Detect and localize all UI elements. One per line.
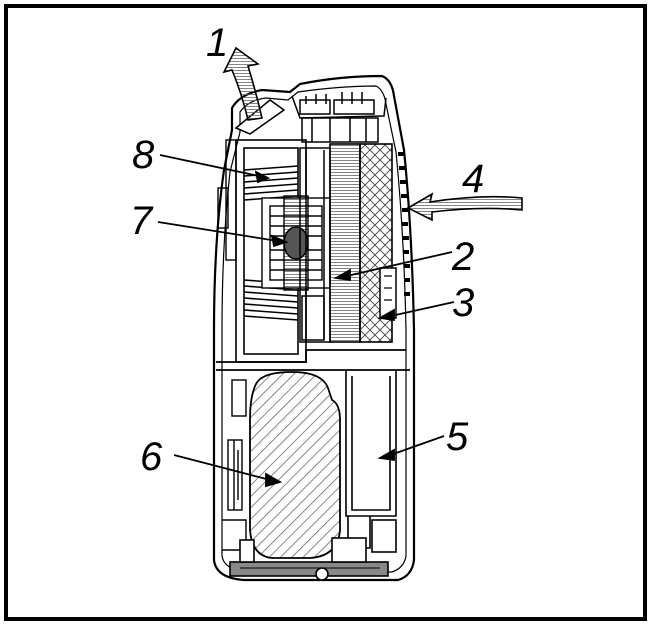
middle-partition: [216, 349, 410, 371]
callout-7: 7: [130, 199, 154, 243]
air-outlet-arrow: [222, 46, 263, 121]
compressor: [249, 371, 341, 559]
callout-labels: 1 2 3 4 5 6 7 8: [130, 21, 484, 479]
callout-6: 6: [140, 435, 163, 479]
callout-2: 2: [451, 235, 474, 279]
callout-3: 3: [452, 281, 474, 325]
filter-3: [359, 143, 397, 343]
callout-4: 4: [462, 157, 484, 201]
callout-1: 1: [206, 21, 228, 65]
fan-hub: [283, 226, 309, 260]
front-grille: [398, 152, 410, 296]
water-tank: [345, 370, 397, 553]
air-inlet-arrow: [406, 192, 523, 222]
callout-5: 5: [446, 415, 469, 459]
outer-border: [4, 4, 647, 621]
callout-8: 8: [132, 133, 155, 177]
filter-2: [329, 143, 361, 343]
base: [229, 537, 389, 581]
left-components: [217, 139, 247, 551]
leader-lines: [157, 154, 455, 488]
